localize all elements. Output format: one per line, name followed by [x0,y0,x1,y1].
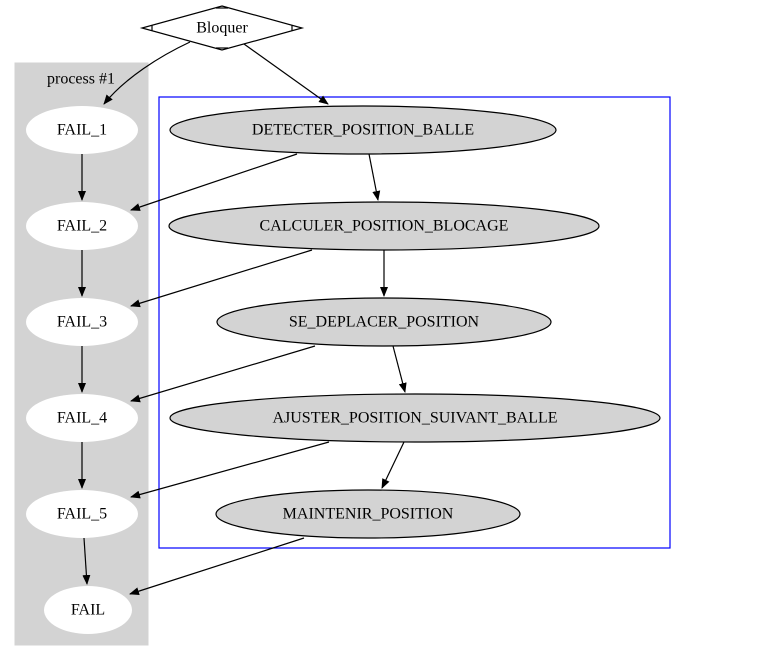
fail-node-3-label: FAIL_3 [57,314,107,331]
edge-maintenir-position-to-fail [129,537,305,596]
edge-fail-5-to-fail [82,537,91,585]
task-node-detecter-position-balle[interactable]: DETECTER_POSITION_BALLE [169,105,557,155]
edge-calculer-position-blocage-to-fail-3 [130,249,313,308]
edge-bloquer-to-fail-1 [103,41,191,105]
task-node-maintenir-label: MAINTENIR_POSITION [283,506,454,523]
fail-node-5[interactable]: FAIL_5 [26,490,138,538]
process-cluster-label: process #1 [47,71,115,88]
edge-se-deplacer-position-to-fail-4 [130,345,316,403]
task-node-ajuster-position-suivant-balle[interactable]: AJUSTER_POSITION_SUIVANT_BALLE [169,393,661,443]
start-node-label: Bloquer [196,20,248,37]
task-node-maintenir-position[interactable]: MAINTENIR_POSITION [215,489,521,539]
fail-node-4-label: FAIL_4 [57,410,107,427]
edge-ajuster-position-suivant-balle-to-maintenir-position [381,441,405,489]
task-node-se-deplacer-position[interactable]: SE_DEPLACER_POSITION [216,297,552,347]
task-node-detecter-label: DETECTER_POSITION_BALLE [252,122,474,139]
fail-node-3[interactable]: FAIL_3 [26,298,138,346]
fail-node-final[interactable]: FAIL [44,586,132,634]
fail-node-2[interactable]: FAIL_2 [26,202,138,250]
edge-bloquer-to-detecter-position-balle [243,43,329,105]
task-node-calculer-label: CALCULER_POSITION_BLOCAGE [260,218,509,235]
edge-detecter-position-balle-to-calculer-position-blocage [368,153,381,201]
task-node-calculer-position-blocage[interactable]: CALCULER_POSITION_BLOCAGE [168,201,600,251]
fail-node-2-label: FAIL_2 [57,218,107,235]
fail-node-1-label: FAIL_1 [57,122,107,139]
start-node-bloquer[interactable]: Bloquer [139,5,305,51]
edge-se-deplacer-position-to-ajuster-position-suivant-balle [392,345,407,393]
edge-detecter-position-balle-to-fail-2 [130,153,298,211]
fail-node-5-label: FAIL_5 [57,506,107,523]
fail-node-final-label: FAIL [71,602,105,619]
fail-node-4[interactable]: FAIL_4 [26,394,138,442]
task-node-se-deplacer-label: SE_DEPLACER_POSITION [289,314,480,331]
task-node-ajuster-label: AJUSTER_POSITION_SUIVANT_BALLE [272,410,557,427]
edge-ajuster-position-suivant-balle-to-fail-5 [130,441,330,499]
fail-node-1[interactable]: FAIL_1 [26,106,138,154]
edges [78,41,407,596]
task-cluster-border [158,96,671,549]
